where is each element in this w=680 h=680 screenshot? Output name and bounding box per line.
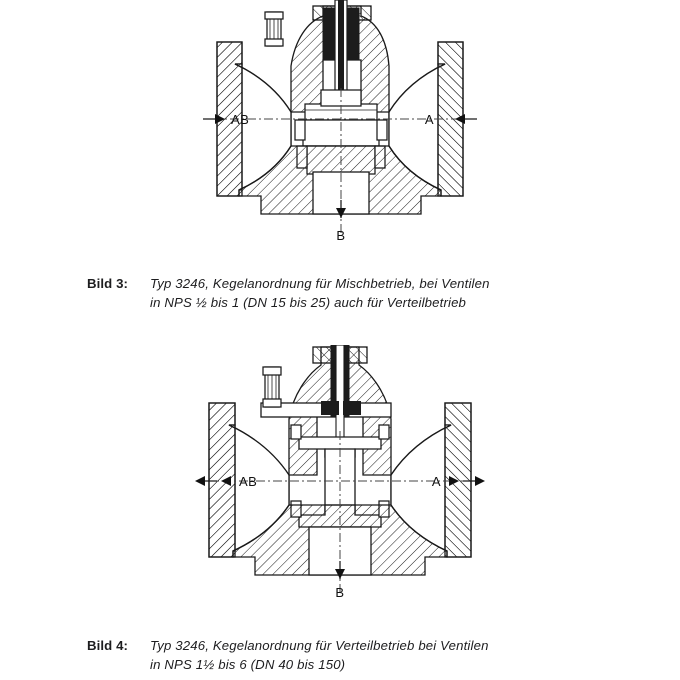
bonnet-bolt-left: [262, 366, 282, 408]
figure-2-drawing-area: AB A B: [0, 345, 680, 605]
figure-1-label: Bild 3:: [87, 276, 128, 291]
port-a-label: A: [432, 474, 441, 489]
figure-2-caption-line-2: in NPS 1½ bis 6 (DN 40 bis 150): [150, 657, 346, 672]
port-ab-marker: AB: [203, 112, 249, 127]
valve-stem: [322, 0, 360, 119]
port-ab-label: AB: [231, 112, 249, 127]
port-ab-marker: AB: [195, 474, 257, 489]
figure-1-caption-text: Typ 3246, Kegelanordnung für Mischbetrie…: [150, 274, 680, 312]
figure-1-caption-line-1: Typ 3246, Kegelanordnung für Mischbetrie…: [150, 276, 490, 291]
port-a-label: A: [425, 112, 434, 127]
port-b-label: B: [335, 585, 344, 600]
port-a-marker: A: [425, 112, 477, 127]
flange-left: [208, 402, 236, 558]
valve-diagram-diverting: AB A B: [195, 345, 485, 600]
figure-1-caption: Bild 3: Typ 3246, Kegelanordnung für Mis…: [0, 274, 680, 312]
figure-2-caption-text: Typ 3246, Kegelanordnung für Verteilbetr…: [150, 636, 680, 674]
port-ab-label: AB: [239, 474, 257, 489]
port-a-marker: A: [432, 474, 485, 489]
figure-2-label: Bild 4:: [87, 638, 128, 653]
port-b-marker: B: [335, 561, 345, 600]
port-b-marker: B: [336, 200, 346, 243]
valve-diagram-mixing: AB A B: [203, 0, 477, 243]
figure-1-drawing-area: AB A B: [0, 0, 680, 260]
bonnet-bolt-left: [264, 11, 284, 47]
figure-2-caption-line-1: Typ 3246, Kegelanordnung für Verteilbetr…: [150, 638, 489, 653]
port-b-label: B: [336, 228, 345, 243]
figure-1-caption-line-2: in NPS ½ bis 1 (DN 15 bis 25) auch für V…: [150, 295, 467, 310]
figure-2-caption: Bild 4: Typ 3246, Kegelanordnung für Ver…: [0, 636, 680, 674]
flange-right: [444, 402, 472, 558]
